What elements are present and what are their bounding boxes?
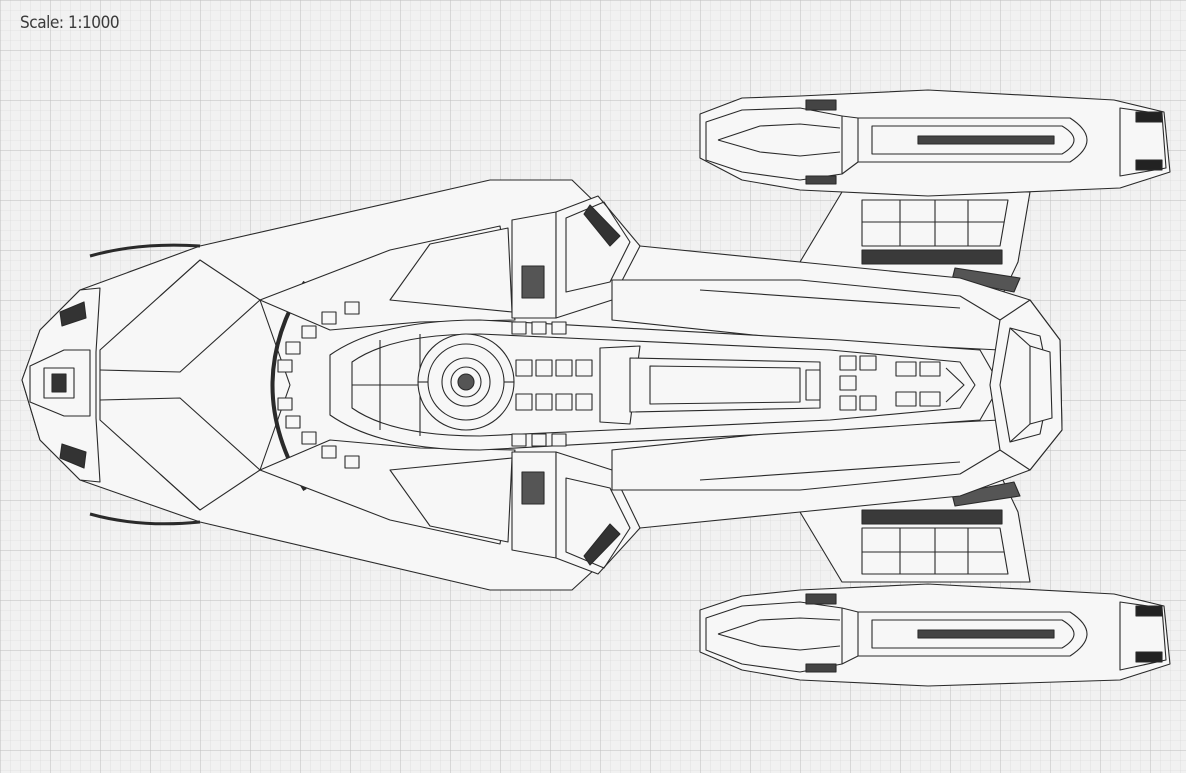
scale-label: Scale: 1:1000 xyxy=(20,13,120,33)
lower-nacelle xyxy=(699,583,1171,687)
aft-section xyxy=(989,299,1063,471)
bridge-module xyxy=(417,333,515,431)
dorsal-panel-grid xyxy=(511,321,593,447)
upper-nacelle xyxy=(699,89,1171,197)
